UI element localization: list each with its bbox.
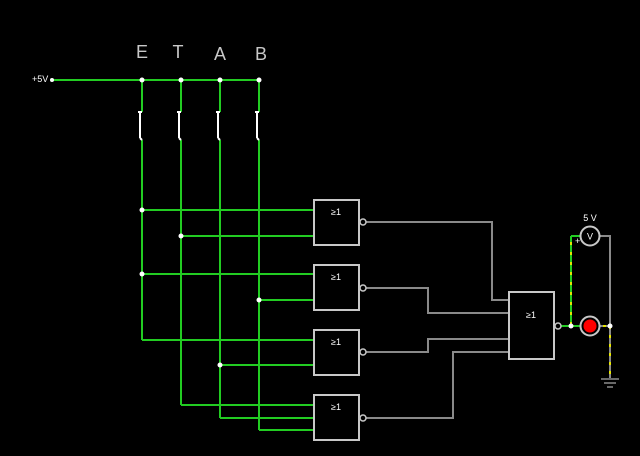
switch-a-foot bbox=[217, 137, 221, 141]
switch-label-a: A bbox=[214, 44, 226, 64]
switch-a[interactable] bbox=[210, 108, 230, 144]
switch-t-foot bbox=[178, 137, 182, 141]
voltmeter-negative-wire bbox=[600, 235, 611, 378]
gate-body bbox=[313, 264, 360, 311]
switch-label-b: B bbox=[255, 44, 267, 64]
gate-symbol: ≥1 bbox=[331, 207, 341, 217]
gate3-output-wire bbox=[366, 338, 509, 353]
wires-high bbox=[52, 79, 580, 431]
gate-body bbox=[313, 394, 360, 441]
junction-dot bbox=[568, 323, 574, 329]
junction-dot bbox=[50, 78, 54, 82]
gate4-output-wire bbox=[366, 351, 509, 419]
voltmeter-symbol: V bbox=[587, 232, 593, 242]
junction-dot bbox=[139, 77, 145, 83]
voltmeter[interactable]: 5 V + V bbox=[575, 213, 601, 247]
gate2-output-wire bbox=[366, 287, 509, 314]
gate-body bbox=[313, 329, 360, 376]
lamp-light bbox=[583, 319, 597, 333]
junction-dot bbox=[178, 233, 184, 239]
inversion-bubble bbox=[359, 284, 367, 292]
gate-symbol: ≥1 bbox=[331, 337, 341, 347]
voltmeter-body bbox=[579, 225, 601, 247]
nor-gate-3[interactable]: ≥1 bbox=[313, 329, 367, 376]
switch-e[interactable] bbox=[132, 108, 152, 144]
gate-body bbox=[313, 199, 360, 246]
gate1-output-wire bbox=[366, 221, 509, 301]
junction-dot bbox=[139, 207, 145, 213]
ground-wires bbox=[570, 235, 611, 378]
switch-t[interactable] bbox=[171, 108, 191, 144]
junction-dot bbox=[256, 297, 262, 303]
gate-symbol: ≥1 bbox=[526, 310, 536, 320]
junctions bbox=[50, 77, 613, 368]
junction-dot bbox=[178, 77, 184, 83]
inversion-bubble bbox=[359, 348, 367, 356]
gate-symbol: ≥1 bbox=[331, 272, 341, 282]
output-lamp[interactable] bbox=[579, 315, 601, 337]
switch-e-foot bbox=[139, 137, 143, 141]
switch-b[interactable] bbox=[249, 108, 269, 144]
inversion-bubble bbox=[359, 218, 367, 226]
nor-gate-1[interactable]: ≥1 bbox=[313, 199, 367, 246]
nor-gate-4[interactable]: ≥1 bbox=[313, 394, 367, 441]
switch-b-foot bbox=[256, 137, 260, 141]
switch-label-e: E bbox=[136, 42, 148, 62]
inversion-bubble bbox=[359, 414, 367, 422]
nor-gate-5[interactable]: ≥1 bbox=[508, 291, 562, 360]
switch-label-t: T bbox=[173, 42, 184, 62]
ground-icon bbox=[601, 378, 619, 388]
junction-dot bbox=[217, 77, 223, 83]
source-label: +5V bbox=[32, 74, 48, 84]
inversion-bubble bbox=[554, 322, 562, 330]
voltmeter-reading: 5 V bbox=[583, 213, 597, 223]
junction-dot bbox=[217, 362, 223, 368]
wires-low bbox=[366, 221, 610, 419]
junction-dot bbox=[139, 271, 145, 277]
nor-gate-2[interactable]: ≥1 bbox=[313, 264, 367, 311]
voltmeter-polarity: + bbox=[575, 236, 580, 246]
junction-dot bbox=[607, 323, 613, 329]
gate-symbol: ≥1 bbox=[331, 402, 341, 412]
gate-body bbox=[508, 291, 555, 360]
junction-dot bbox=[256, 77, 262, 83]
